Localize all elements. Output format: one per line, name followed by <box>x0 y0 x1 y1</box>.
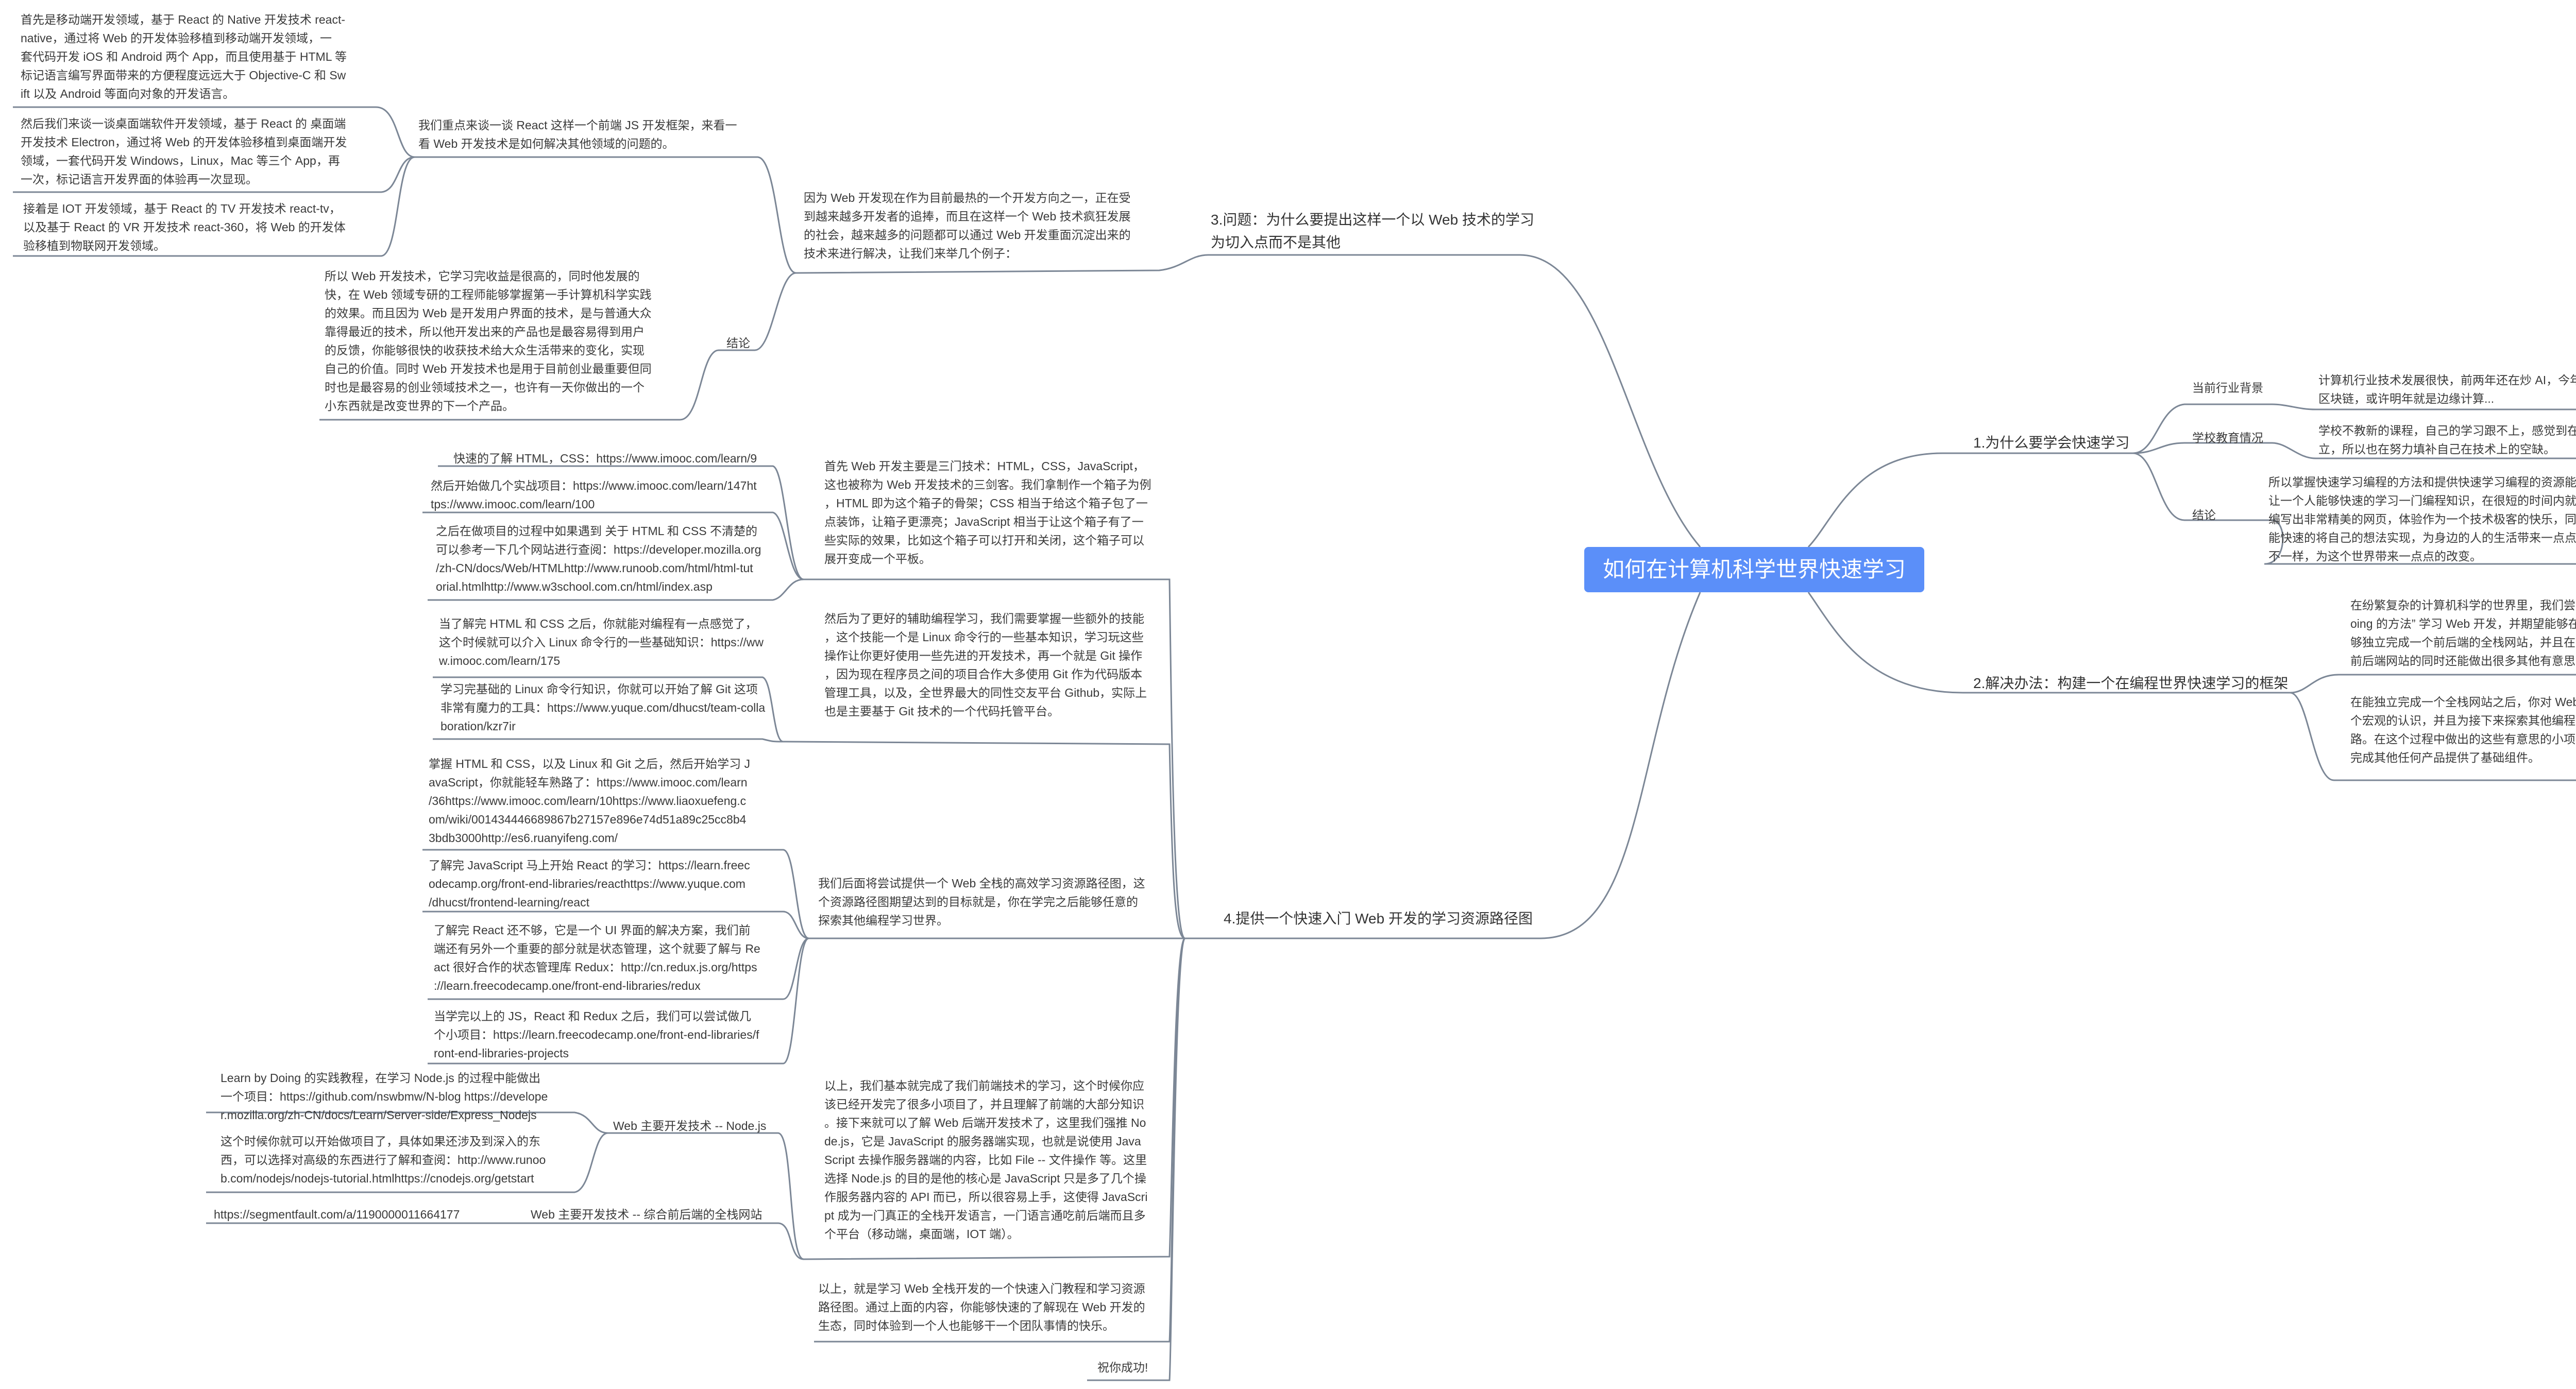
root-topic[interactable]: 如何在计算机科学世界快速学习 <box>1584 547 1924 592</box>
node-industry-background-text[interactable]: 计算机行业技术发展很快，前两年还在炒 AI，今年就开始鼓吹 区块链，或许明年就是… <box>2318 373 2576 405</box>
node-javascript[interactable]: 掌握 HTML 和 CSS，以及 Linux 和 Git 之后，然后开始学习 J… <box>429 757 751 845</box>
node-b1-conclusion[interactable]: 结论 <box>2192 508 2216 522</box>
node-redux[interactable]: 了解完 React 还不够，它是一个 UI 界面的解决方案，我们前 端还有另外一… <box>434 923 760 992</box>
node-good-luck[interactable]: 祝你成功! <box>1097 1361 1148 1374</box>
node-school-education[interactable]: 学校教育情况 <box>2192 431 2263 444</box>
branch-solution[interactable]: 2.解决办法：构建一个在编程世界快速学习的框架 <box>1973 675 2289 691</box>
node-nodejs-advanced[interactable]: 这个时候你就可以开始做项目了，具体如果还涉及到深入的东 西，可以选择对高级的东西… <box>221 1135 546 1185</box>
node-b3-conclusion-label[interactable]: 结论 <box>726 336 750 350</box>
node-react-tv[interactable]: 接着是 IOT 开发领域，基于 React 的 TV 开发技术 react-tv… <box>23 202 346 252</box>
node-web-intro[interactable]: 因为 Web 开发现在作为目前最热的一个开发方向之一，正在受 到越来越多开发者的… <box>804 191 1131 260</box>
node-solution-learn-by-doing[interactable]: 在纷繁复杂的计算机科学的世界里，我们尝试使用 “Learn by D oing … <box>2350 598 2576 667</box>
node-summary[interactable]: 以上，就是学习 Web 全栈开发的一个快速入门教程和学习资源 路径图。通过上面的… <box>818 1282 1145 1332</box>
node-react-native[interactable]: 首先是移动端开发领域，基于 React 的 Native 开发技术 react-… <box>21 13 347 100</box>
node-nblog-tutorial[interactable]: Learn by Doing 的实践教程，在学习 Node.js 的过程中能做出… <box>221 1071 548 1122</box>
node-html-css-reference[interactable]: 之后在做项目的过程中如果遇到 关于 HTML 和 CSS 不清楚的 可以参考一下… <box>436 524 761 593</box>
node-nodejs-intro[interactable]: 以上，我们基本就完成了我们前端技术的学习，这个时候你应 该已经开发完了很多小项目… <box>824 1079 1148 1241</box>
branch-learning-path[interactable]: 4.提供一个快速入门 Web 开发的学习资源路径图 <box>1224 911 1533 927</box>
node-b3-conclusion-text[interactable]: 所以 Web 开发技术，它学习完收益是很高的，同时他发展的 快，在 Web 领域… <box>325 269 652 413</box>
node-solution-full-stack[interactable]: 在能独立完成一个全栈网站之后，你对 Web 编程的世界会有一 个宏观的认识，并且… <box>2350 695 2576 764</box>
node-school-education-text[interactable]: 学校不教新的课程，自己的学习跟不上，感觉到在技术上被孤 立，所以也在努力填补自己… <box>2318 424 2576 456</box>
node-electron[interactable]: 然后我们来谈一谈桌面端软件开发领域，基于 React 的 桌面端 开发技术 El… <box>21 117 347 186</box>
node-segmentfault-link[interactable]: https://segmentfault.com/a/1190000011664… <box>214 1208 460 1221</box>
node-extra-skills[interactable]: 然后为了更好的辅助编程学习，我们需要掌握一些额外的技能 ，这个技能一个是 Lin… <box>824 612 1147 718</box>
node-three-web-techs[interactable]: 首先 Web 开发主要是三门技术：HTML，CSS，JavaScript， 这也… <box>824 459 1151 565</box>
node-react-focus[interactable]: 我们重点来谈一谈 React 这样一个前端 JS 开发框架，来看一 看 Web … <box>418 118 737 150</box>
node-web-full-stack[interactable]: Web 主要开发技术 -- 综合前后端的全栈网站 <box>531 1208 762 1221</box>
node-linux-cli[interactable]: 当了解完 HTML 和 CSS 之后，你就能对编程有一点感觉了， 这个时候就可以… <box>439 617 764 667</box>
node-web-nodejs[interactable]: Web 主要开发技术 -- Node.js <box>613 1119 767 1133</box>
node-industry-background[interactable]: 当前行业背景 <box>2192 381 2263 395</box>
node-full-stack-path[interactable]: 我们后面将尝试提供一个 Web 全栈的高效学习资源路径图，这 个资源路径图期望达… <box>818 877 1145 927</box>
branch-why-learn-fast[interactable]: 1.为什么要学会快速学习 <box>1973 435 2130 451</box>
node-small-projects[interactable]: 当学完以上的 JS，React 和 Redux 之后，我们可以尝试做几 个小项目… <box>434 1009 759 1060</box>
node-b1-conclusion-text[interactable]: 所以掌握快速学习编程的方法和提供快速学习编程的资源能够 让一个人能够快速的学习一… <box>2268 475 2576 563</box>
node-html-css-projects[interactable]: 然后开始做几个实战项目：https://www.imooc.com/learn/… <box>431 479 757 511</box>
node-react[interactable]: 了解完 JavaScript 马上开始 React 的学习：https://le… <box>429 859 750 909</box>
node-git[interactable]: 学习完基础的 Linux 命令行知识，你就可以开始了解 Git 这项 非常有魔力… <box>440 682 766 733</box>
node-html-css-quick[interactable]: 快速的了解 HTML，CSS：https://www.imooc.com/lea… <box>453 452 757 465</box>
branch-why-web[interactable]: 3.问题：为什么要提出这样一个以 Web 技术的学习 为切入点而不是其他 <box>1211 212 1534 250</box>
